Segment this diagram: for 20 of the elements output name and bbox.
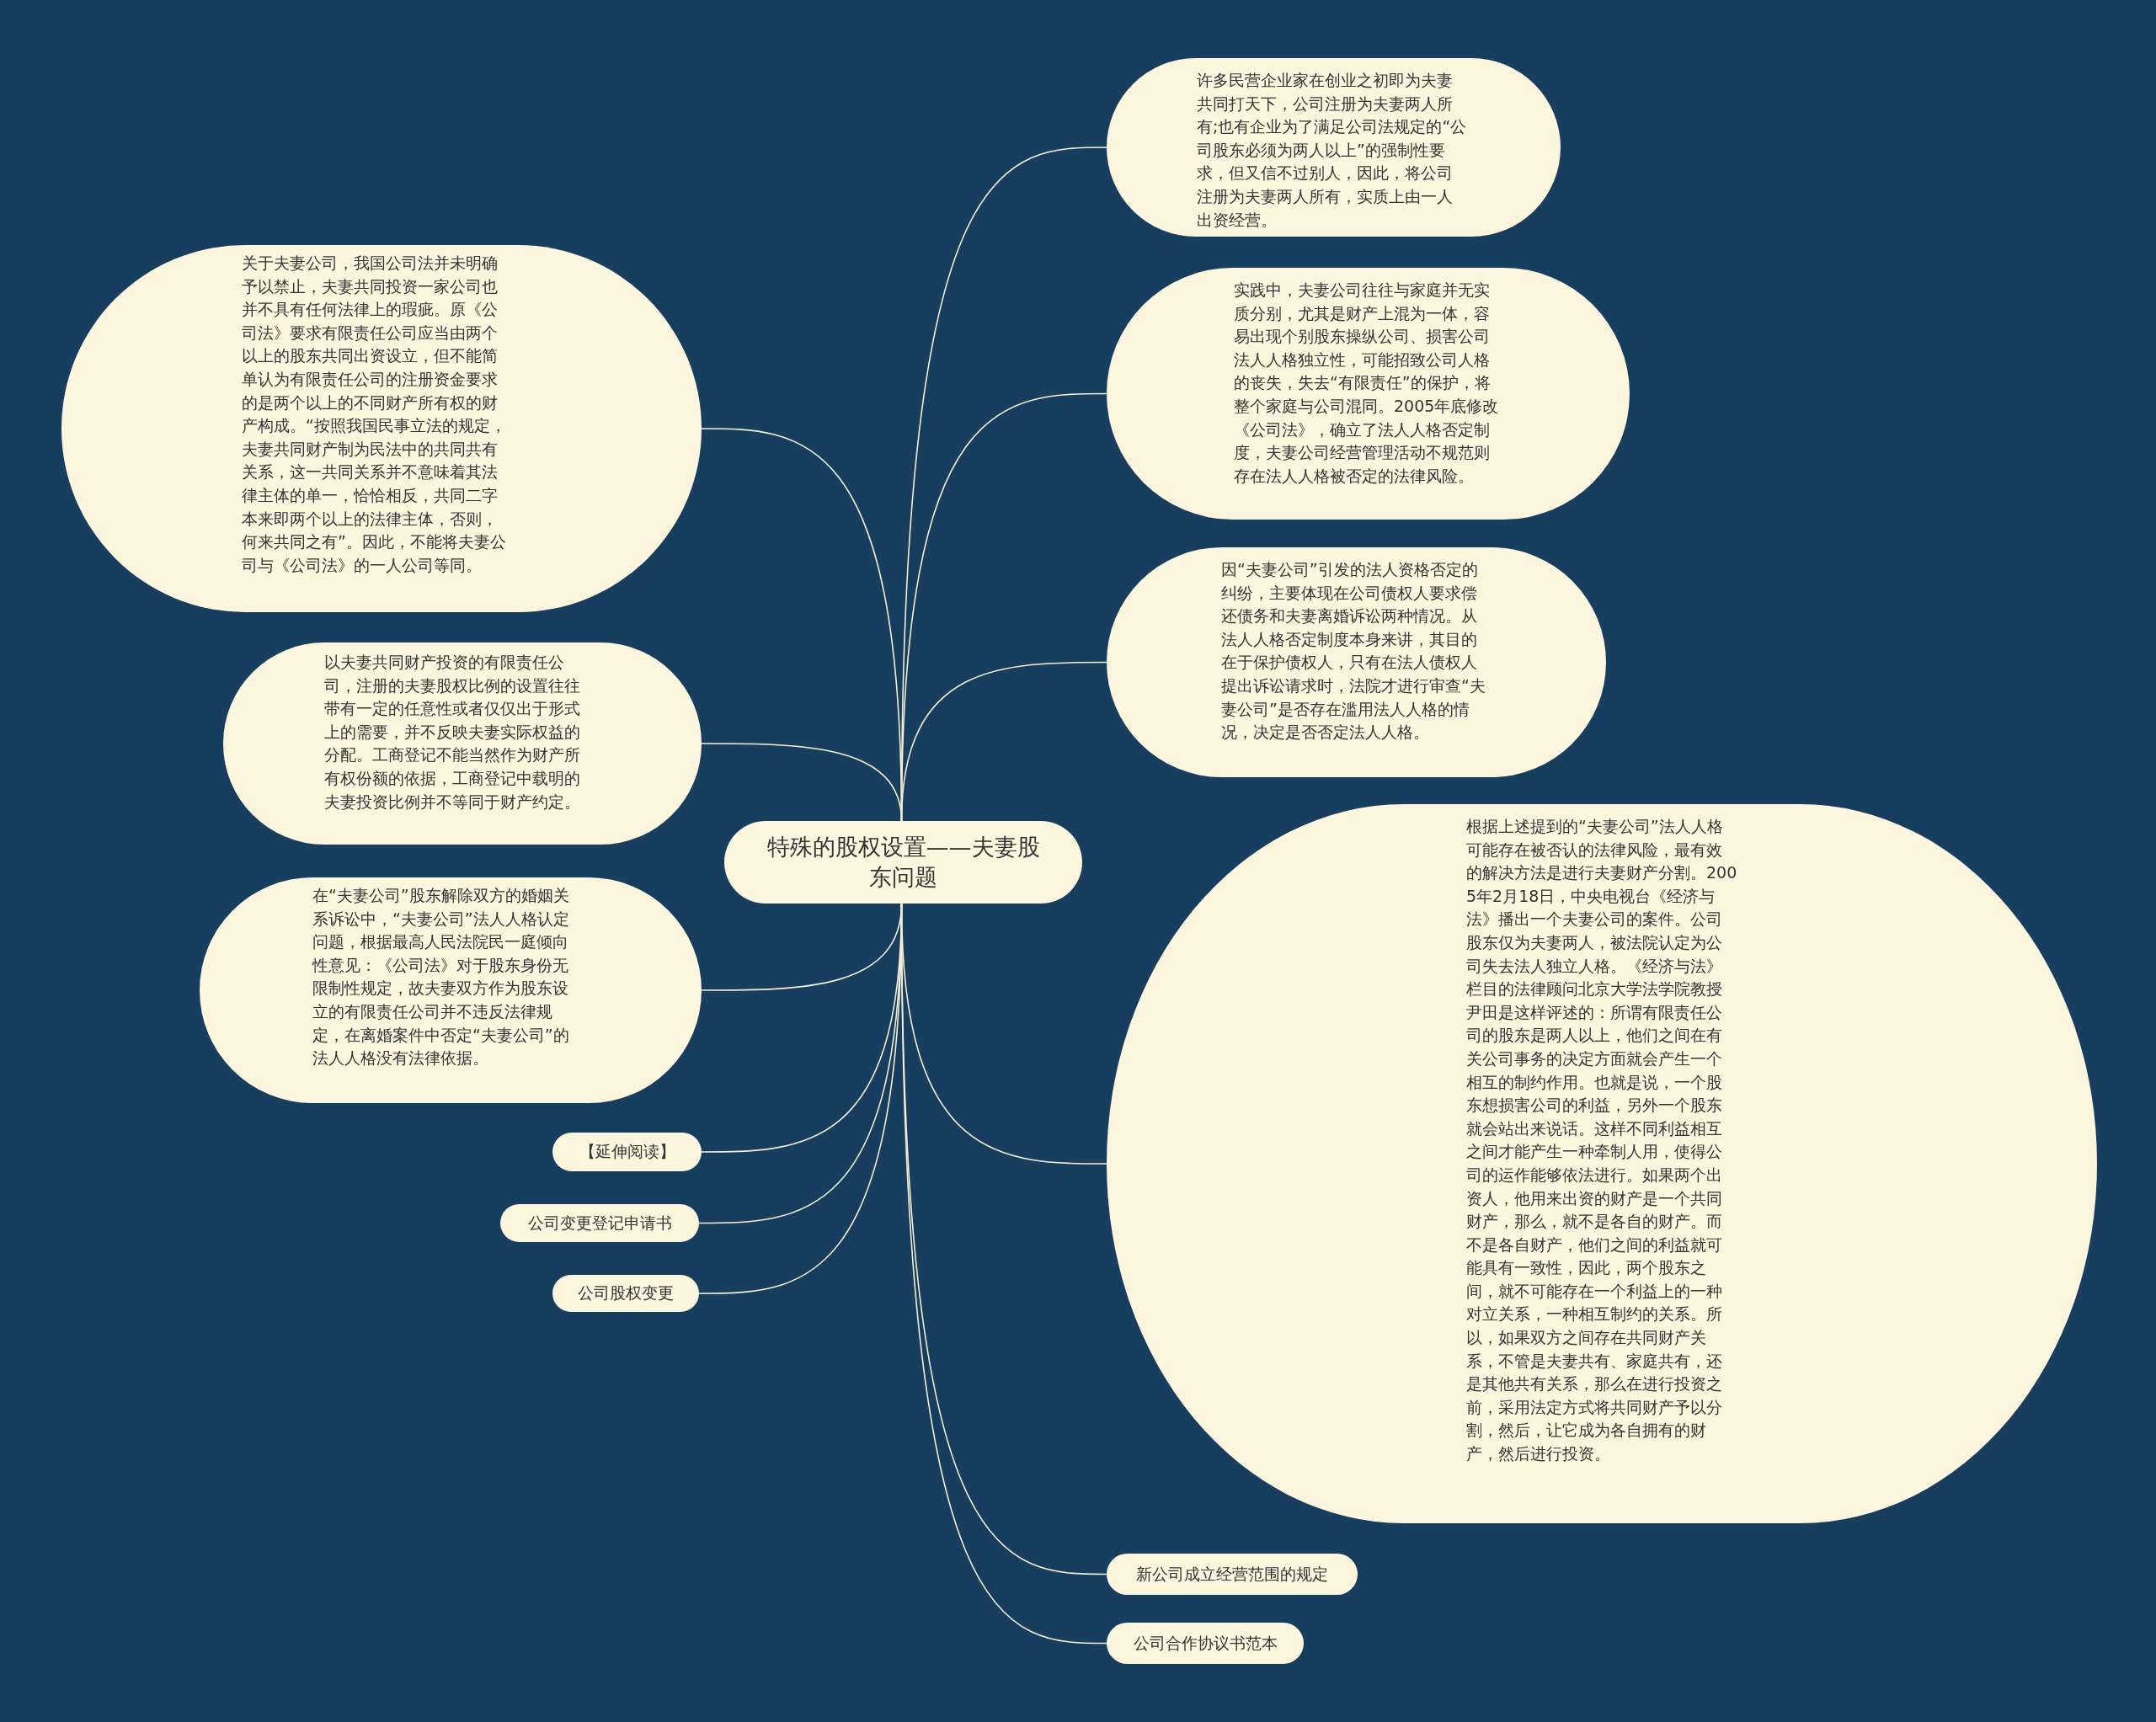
bubble-text: 以夫妻共同财产投资的有限责任公司，注册的夫妻股权比例的设置往往带有一定的任意性或者仅仅出于形式上的需要，并不反映夫妻实际权益的分配。工商登记不能当然作为财产所有权份额的依据，工商登记中载明的夫妻投资比例并不等同于财产约定。 — [324, 652, 581, 813]
topic-label: 公司变更登记申请书 — [527, 1212, 672, 1234]
topic-pill — [1107, 1623, 1304, 1664]
topic-title: 特殊的股权设置——夫妻股东问题 — [766, 833, 1041, 892]
topic-label: 公司股权变更 — [578, 1282, 674, 1303]
topic-pill — [500, 1204, 699, 1242]
topic-pill — [552, 1275, 699, 1312]
bubble-text: 在“夫妻公司”股东解除双方的婚姻关系诉讼中，“夫妻公司”法人人格认定问题，根据最高人民法院民一庭倾向性意见：《公司法》对于股东身份无限制性规定，故夫妻双方作为股东设立的有限责任公司并不违反法律规定，在离婚案件中否定“夫妻公司”的法人人格没有法律依据。 — [312, 885, 570, 1069]
connector-line — [701, 743, 903, 822]
bubble-text: 关于夫妻公司，我国公司法并未明确予以禁止，夫妻共同投资一家公司也并不具有任何法律上的瑕疵。原《公司法》要求有限责任公司应当由两个以上的股东共同出资设立，但不能简单认为有限责任公司的注册资金要求的是两个以上的不同财产所有权的财产构成。“按照我国民事立法的规定，夫妻共同财产制为民法中的共同共有关系，这一共同关系并不意味着其法律主体的单一，恰恰相反，共同二字本来即两个以上的法律主体，否则，何来共同之有”。因此，不能将夫妻公司与《公司法》的一人公司等同。 — [242, 253, 507, 576]
topic-label: 【延伸阅读】 — [579, 1141, 675, 1162]
topic-label: 公司合作协议书范本 — [1133, 1632, 1278, 1654]
connector-line — [698, 903, 903, 1294]
bubble-text: 许多民营企业家在创业之初即为夫妻共同打天下，公司注册为夫妻两人所有;也有企业为了满足公司法规定的“公司股东必须为两人以上”的强制性要求，但又信不过别人，因此，将公司注册为夫妻两人所有，实质上由一人出资经营。 — [1197, 70, 1468, 231]
bubble-text: 根据上述提到的“夫妻公司”法人人格可能存在被否认的法律风险，最有效的解决方法是进行夫妻财产分割。2005年2月18日，中央电视台《经济与法》播出一个夫妻公司的案件。公司股东仅为夫妻两人，被法院认定为公司失去法人独立人格。《经济与法》栏目的法律顾问北京大学法学院教授尹田是这样评述的：所谓有限责任公司的股东是两人以上，他们之间在有关公司事务的决定方面就会产生一个相互的制约作用。也就是说，一个股东想损害公司的利益，另外一个股东就会站出来说话。这样不同利益相互之间才能产生一种牵制人用，使得公司的运作能够依法进行。如果两个出资人，他用来出资的财产是一个共同财产，那么，就不是各自的财产。而不是各自财产，他们之间的利益就可能具有一致性，因此，两个股东之间，就不可能存在一个利益上的一种对立关系，一种相互制约的关系。所以，如果双方之间存在共同财产关系，不管是夫妻共有、家庭共有，还是其他共有关系，那么在进行投资之前，采用法定方式将共同财产予以分割，然后，让它成为各自拥有的财产，然后进行投资。 — [1466, 816, 1737, 1465]
topic-label: 新公司成立经营范围的规定 — [1136, 1563, 1328, 1585]
topic-pill — [1107, 1554, 1358, 1595]
bubble-text: 实践中，夫妻公司往往与家庭并无实质分别，尤其是财产上混为一体，容易出现个别股东操纵公司、损害公司法人人格独立性，可能招致公司人格的丧失，失去“有限责任”的保护，将整个家庭与公司混同。2005年底修改《公司法》，确立了法人人格否定制度，夫妻公司经营管理活动不规范则存在法人人格被否定的法律风险。 — [1234, 280, 1500, 487]
bubble-text: 因“夫妻公司”引发的法人资格否定的纠纷，主要体现在公司债权人要求偿还债务和夫妻离婚诉讼两种情况。从法人人格否定制度本身来讲，其目的在于保护债权人，只有在法人债权人提出诉讼请求时，法院才进行审查“夫妻公司”是否存在滥用法人人格的情况，决定是否否定法人人格。 — [1221, 559, 1486, 744]
topic-pill — [552, 1133, 702, 1171]
